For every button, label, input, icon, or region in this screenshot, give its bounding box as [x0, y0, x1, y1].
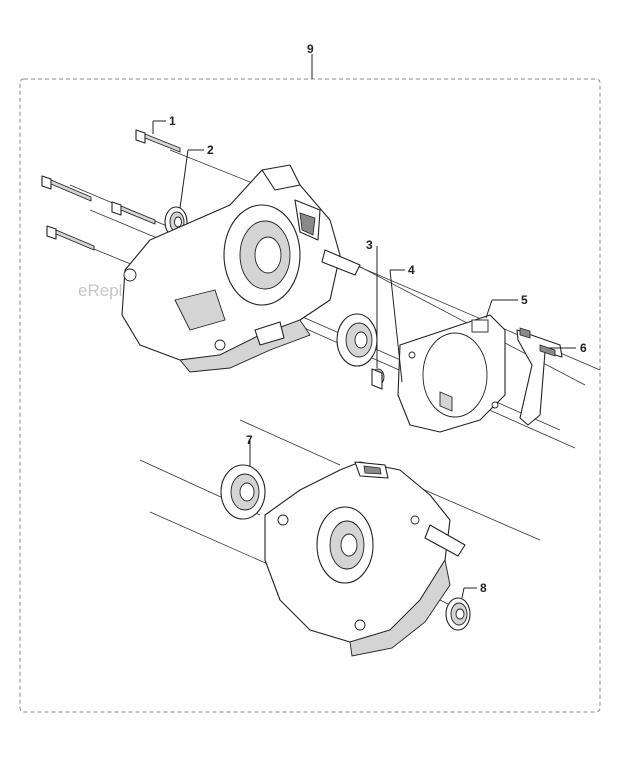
leader-lines	[152, 120, 576, 599]
crank-bearing-upper	[336, 313, 378, 367]
bolt-top	[135, 129, 181, 153]
upper-crankcase-half	[121, 164, 361, 373]
bolt-left-upper	[41, 175, 92, 202]
callout-4: 4	[408, 263, 415, 277]
sleeve	[371, 368, 385, 390]
bolt-left-lower	[46, 225, 95, 251]
assembly-boundary	[19, 78, 601, 713]
bolt-middle	[111, 201, 156, 225]
crank-bearing-lower	[220, 464, 266, 520]
seal-ring-lower	[445, 597, 471, 631]
callout-9: 9	[307, 42, 314, 56]
bracket	[516, 327, 563, 426]
callout-5: 5	[521, 293, 528, 307]
callout-8: 8	[480, 581, 487, 595]
callout-6: 6	[580, 341, 587, 355]
callout-1: 1	[169, 114, 176, 128]
lower-crankcase-half	[264, 461, 466, 657]
callout-3: 3	[366, 238, 373, 252]
callout-2: 2	[207, 143, 214, 157]
callout-7: 7	[246, 433, 253, 447]
gasket	[397, 314, 506, 433]
